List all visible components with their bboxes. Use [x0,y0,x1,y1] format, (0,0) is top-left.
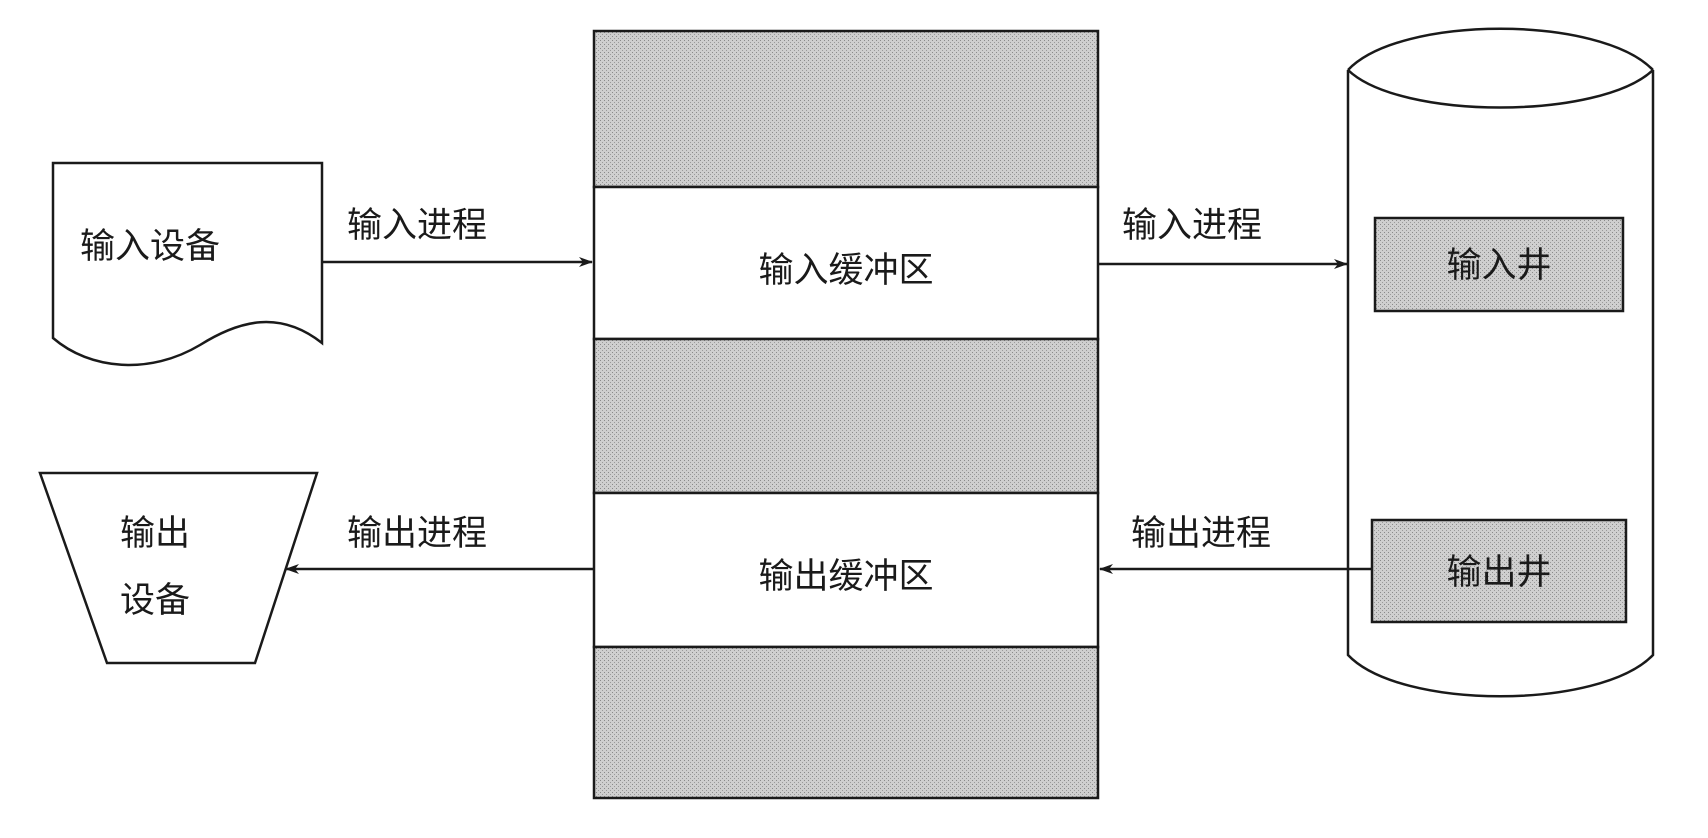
input-buffer-label: 输入缓冲区 [758,251,933,291]
arrow-label-input-process-left: 输入进程 [347,206,487,246]
input-well-label: 输入井 [1446,246,1551,286]
input-device: 输入设备 [51,161,324,367]
buffer-shaded-block [592,29,1100,189]
input-buffer [592,185,1100,341]
arrow-label-output-process-right: 输出进程 [1131,514,1271,554]
arrow-label-output-process-left: 输出进程 [347,514,487,554]
output-device-label-line1: 输出 [120,514,190,554]
arrow-label-input-process-right: 输入进程 [1122,206,1262,246]
buffer-column: 输入缓冲区 输出缓冲区 [592,29,1100,800]
input-well [1373,216,1625,313]
output-device-label-line2: 设备 [120,581,190,621]
output-well [1370,518,1628,624]
input-device-label: 输入设备 [80,227,220,267]
output-buffer-label: 输出缓冲区 [758,557,933,597]
disk-cylinder: 输入井 输出井 [1346,27,1655,698]
output-well-label: 输出井 [1446,553,1551,593]
output-device: 输出 设备 [38,471,319,665]
buffer-shaded-block [592,337,1100,495]
buffer-shaded-block [592,645,1100,800]
output-buffer [592,491,1100,649]
